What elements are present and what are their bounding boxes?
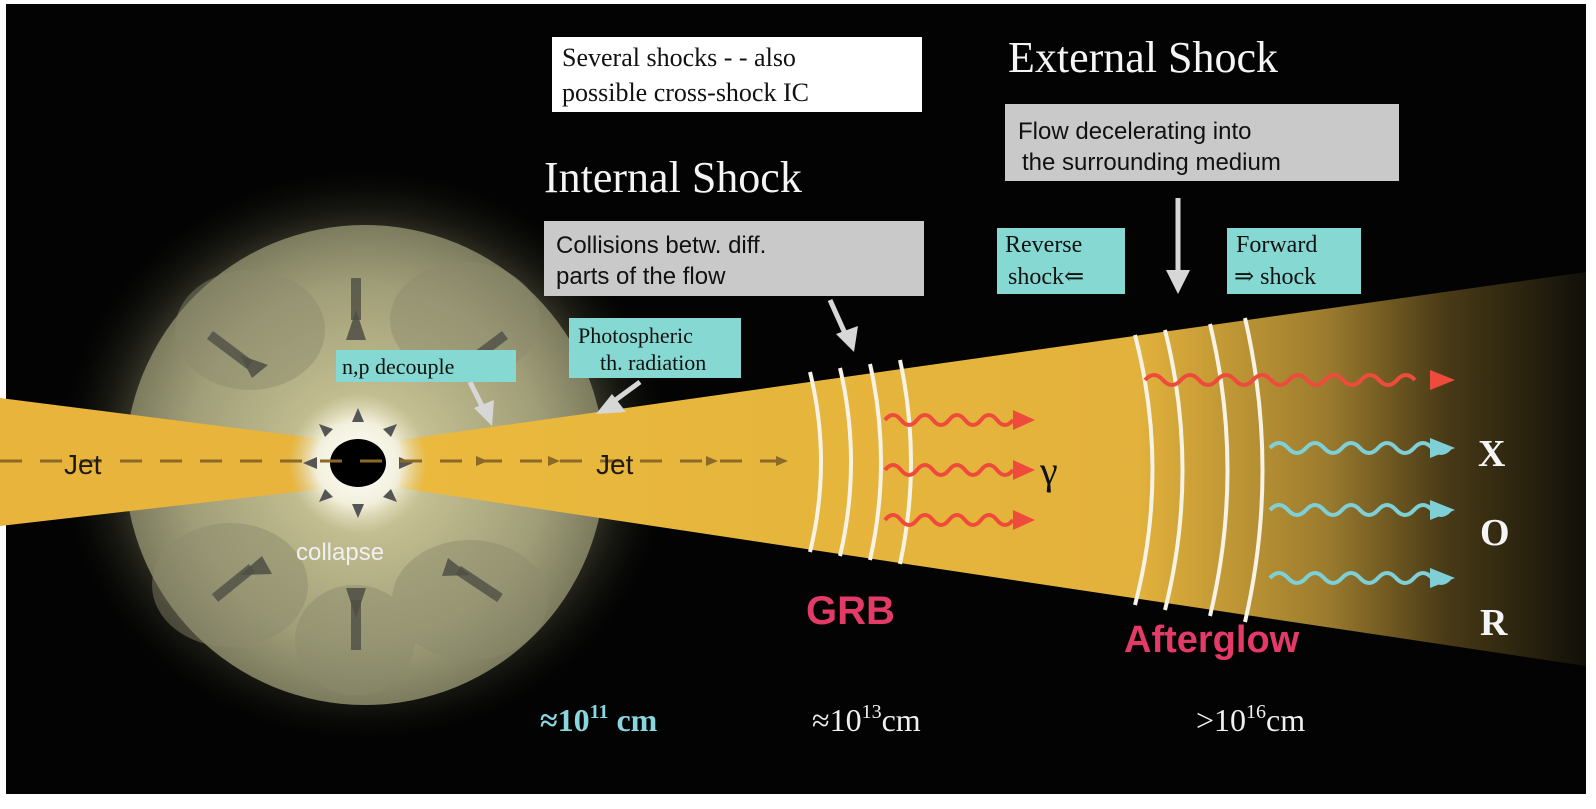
internal-shock-title: Internal Shock: [544, 153, 802, 202]
afterglow-label: Afterglow: [1124, 619, 1300, 661]
several-shocks-box: [552, 37, 922, 112]
forward-line2: ⇒ shock: [1234, 264, 1316, 290]
pointer-arrow-heads: [474, 270, 1190, 426]
jet-cone: [400, 272, 1586, 666]
band-r-label: R: [1480, 602, 1508, 644]
grb-label: GRB: [806, 589, 895, 633]
outward-arrow-icon: [303, 408, 413, 518]
collapse-label: collapse: [296, 539, 384, 566]
photospheric-box: [569, 318, 741, 378]
scale-1e13: ≈1013cm: [812, 701, 921, 738]
np-decouple-label: n,p decouple: [342, 354, 454, 379]
external-shock-fronts: [1133, 317, 1265, 623]
scale-1e11: ≈1011 cm: [540, 701, 658, 738]
several-shocks-line2: possible cross-shock IC: [562, 78, 809, 107]
forward-line1: Forward: [1236, 232, 1317, 258]
external-box-line1: Flow decelerating into: [1018, 118, 1251, 145]
afterglow-wave-heads: [1430, 370, 1455, 588]
reverse-line2: shock⇐: [1008, 264, 1084, 290]
scale-1e16: >1016cm: [1196, 701, 1305, 738]
reverse-line1: Reverse: [1005, 232, 1082, 258]
band-x-label: X: [1478, 433, 1505, 475]
gamma-label: γ: [1039, 448, 1058, 493]
jet-label-left: Jet: [64, 449, 102, 480]
internal-shock-fronts: [808, 359, 913, 565]
photospheric-line1: Photospheric: [578, 323, 693, 348]
reverse-shock-box: [997, 228, 1125, 294]
several-shocks-line1: Several shocks - - also: [562, 43, 796, 72]
jet-axis-arrows: [476, 456, 788, 466]
np-decouple-box: [336, 350, 516, 382]
black-hole-icon: [330, 439, 386, 487]
grb-wave-heads: [1013, 410, 1035, 530]
internal-box-line1: Collisions betw. diff.: [556, 232, 766, 259]
external-shock-box: [1005, 104, 1399, 181]
jet-label-right: Jet: [596, 449, 634, 480]
band-o-label: O: [1480, 512, 1510, 554]
grb-photon-waves: [883, 413, 1015, 527]
external-box-line2: the surrounding medium: [1022, 149, 1281, 176]
internal-shock-box: [544, 221, 924, 296]
internal-box-line2: parts of the flow: [556, 263, 726, 290]
photospheric-line2: th. radiation: [600, 350, 706, 375]
afterglow-photon-waves: [1143, 373, 1452, 585]
external-shock-title: External Shock: [1008, 33, 1278, 82]
forward-shock-box: [1227, 228, 1361, 294]
